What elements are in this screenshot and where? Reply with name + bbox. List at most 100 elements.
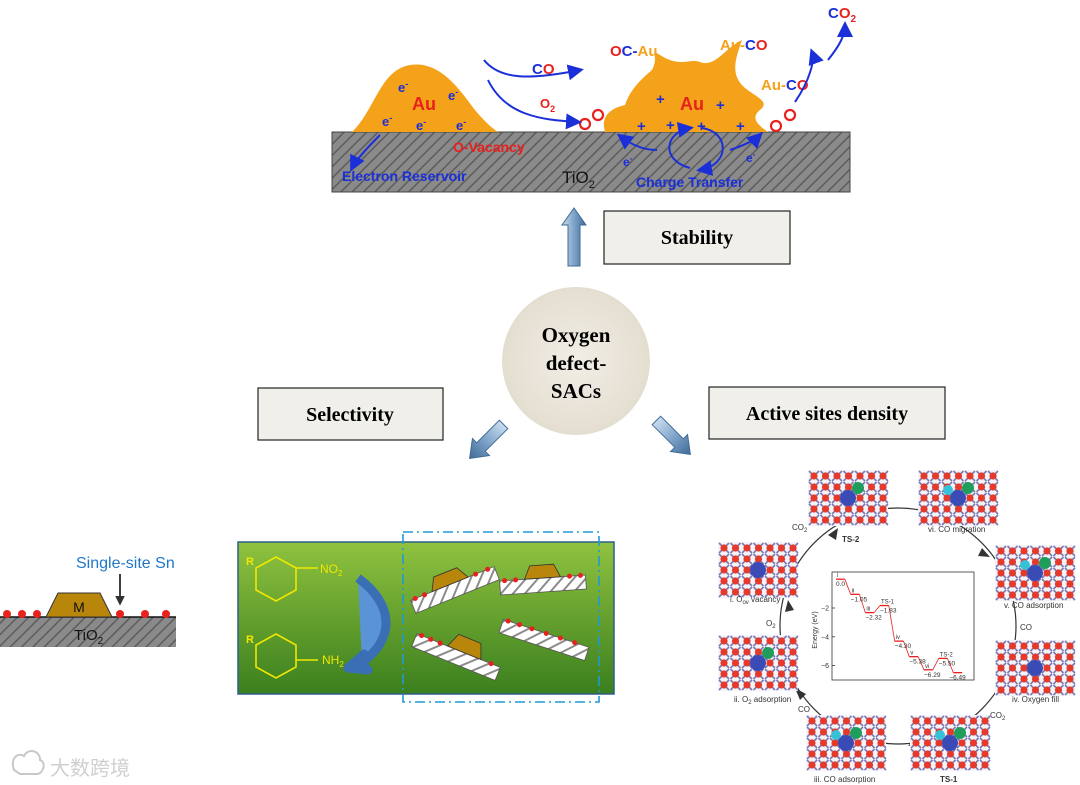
structure-thumbnail-2 — [918, 470, 999, 526]
catalyst-slab-2 — [499, 563, 587, 596]
step-6-label: vi. CO migration — [928, 525, 985, 534]
co-label-b: CO — [798, 705, 810, 714]
metal-label: M — [73, 599, 85, 615]
o2-label: O2 — [540, 96, 555, 114]
ytick-label-2: −6 — [821, 663, 829, 670]
au-co-top-label: Au-CO — [720, 37, 768, 54]
structure-thumbnail-3 — [718, 542, 799, 598]
plus-1: + — [656, 91, 665, 108]
energy-profile-chart: Energy (eV) −2 −4 −6 i 0.0 ii −1.05 iii −2.32 TS… — [812, 571, 975, 682]
step-3-label: iii. CO adsorption — [814, 775, 875, 784]
reaction-arrow — [343, 574, 391, 675]
step-label-0: i — [837, 573, 838, 579]
step-4-label: iv. Oxygen fill — [1012, 695, 1059, 704]
middle-panel-hydrogenation: R NO2 R NH2 — [237, 531, 615, 703]
o2-label-cycle: O2 — [766, 619, 776, 630]
structure-thumbnails — [718, 470, 1076, 771]
plus-2: + — [716, 97, 725, 114]
chart-frame — [831, 571, 975, 681]
step-5-label: v. CO adsorption — [1004, 601, 1063, 610]
au-nanoparticle-right — [603, 40, 768, 132]
value-label-1: −1.05 — [851, 596, 868, 603]
tio2-substrate-left — [0, 617, 176, 647]
step-connector-6 — [917, 656, 925, 670]
au-label-right: Au — [680, 94, 704, 114]
plus-4: + — [666, 117, 675, 134]
structure-thumbnail-6 — [995, 640, 1076, 696]
step-label-2: iii — [866, 607, 870, 613]
plus-5: + — [697, 118, 706, 135]
step-label-3: TS-1 — [881, 600, 895, 606]
co-label-a: CO — [1020, 623, 1032, 632]
ytick-label-0: −2 — [821, 606, 829, 613]
ts2-label-top: TS-2 — [842, 535, 860, 544]
active-sites-box: Active sites density — [708, 386, 946, 440]
aniline-ring — [255, 633, 318, 679]
charge-transfer-label: Charge Transfer — [636, 174, 744, 190]
cycle-circle — [779, 507, 1017, 745]
ts1-label-bottom: TS-1 — [940, 775, 958, 784]
step-label-1: ii — [852, 588, 855, 594]
r-group-2: R — [246, 634, 254, 646]
electron-sub-1: e- — [623, 154, 633, 169]
structure-thumbnail-4 — [995, 545, 1076, 601]
value-label-5: −5.38 — [909, 659, 926, 666]
top-panel-stability-mechanism: Au e- e- e- e- e- Au + + + + + + CO O2 O… — [328, 0, 860, 196]
value-label-final: −6.49 — [949, 675, 966, 682]
step-label-5: v — [910, 651, 913, 657]
dashed-highlight — [402, 531, 600, 703]
flow-arrows — [350, 21, 853, 176]
value-label-0: 0.0 — [836, 581, 845, 588]
step-connector-final — [947, 658, 954, 673]
plus-6: + — [736, 118, 745, 135]
tio2-label-top: TiO2 — [562, 168, 595, 191]
step-connector-4 — [888, 605, 896, 642]
step-connector-3 — [873, 605, 881, 613]
left-panel-single-site: Single-site Sn M TiO2 — [0, 555, 176, 647]
chart-yticks: −2 −4 −6 — [821, 606, 835, 670]
value-label-4: −4.30 — [895, 643, 912, 650]
electrons-left: e- e- e- e- e- — [382, 79, 466, 133]
electron-2: e- — [448, 87, 458, 103]
value-label-7: −5.50 — [939, 660, 956, 667]
chart-ylabel: Energy (eV) — [812, 611, 819, 648]
step-label-6: vi — [925, 664, 929, 670]
step-label-4: iv — [896, 635, 900, 641]
plus-3: + — [637, 118, 646, 135]
electron-reservoir-label: Electron Reservoir — [342, 168, 467, 184]
structure-thumbnail-5 — [718, 635, 799, 691]
electron-sub-2: e- — [746, 150, 756, 165]
center-line-2: defect- — [546, 351, 607, 375]
watermark: 大数跨境 — [12, 750, 130, 780]
selectivity-box: Selectivity — [257, 387, 444, 441]
step-connector-2 — [859, 594, 866, 613]
ytick-label-1: −4 — [821, 634, 829, 641]
single-atoms-left — [3, 610, 170, 618]
r-group-1: R — [246, 556, 254, 568]
center-line-3: SACs — [551, 379, 601, 403]
nh2-label: NH2 — [322, 653, 344, 669]
structure-thumbnail-7 — [806, 715, 887, 771]
o-vacancy-label: O-Vacancy — [453, 139, 525, 155]
step-connector-7 — [932, 658, 940, 670]
tio2-substrate-top — [331, 131, 851, 193]
chart-value-labels: i0.0ii−1.05iii−2.32TS-1−1.83iv−4.30v−5.3… — [836, 573, 966, 681]
stability-box: Stability — [603, 210, 791, 265]
chart-energy-steps — [836, 578, 963, 674]
step-2-label: ii. O2 adsorption — [734, 695, 791, 706]
positive-charges: + + + + + + — [637, 91, 745, 135]
au-co-right-label: Au-CO — [761, 77, 809, 94]
oxygen-molecule-2 — [769, 108, 797, 133]
value-label-2: −2.32 — [865, 615, 882, 622]
catalyst-slab-4 — [498, 618, 590, 662]
oc-au-label: OC-Au — [610, 43, 658, 60]
au-nanoparticle-left — [352, 64, 498, 132]
structure-thumbnail-1 — [808, 470, 889, 526]
electron-5: e- — [456, 117, 466, 133]
stability-label: Stability — [661, 227, 733, 249]
nitrobenzene-ring — [255, 556, 318, 602]
catalyst-slab-3 — [411, 633, 501, 681]
electrons-substrate: e- e- — [623, 150, 756, 169]
electron-3: e- — [382, 113, 392, 129]
